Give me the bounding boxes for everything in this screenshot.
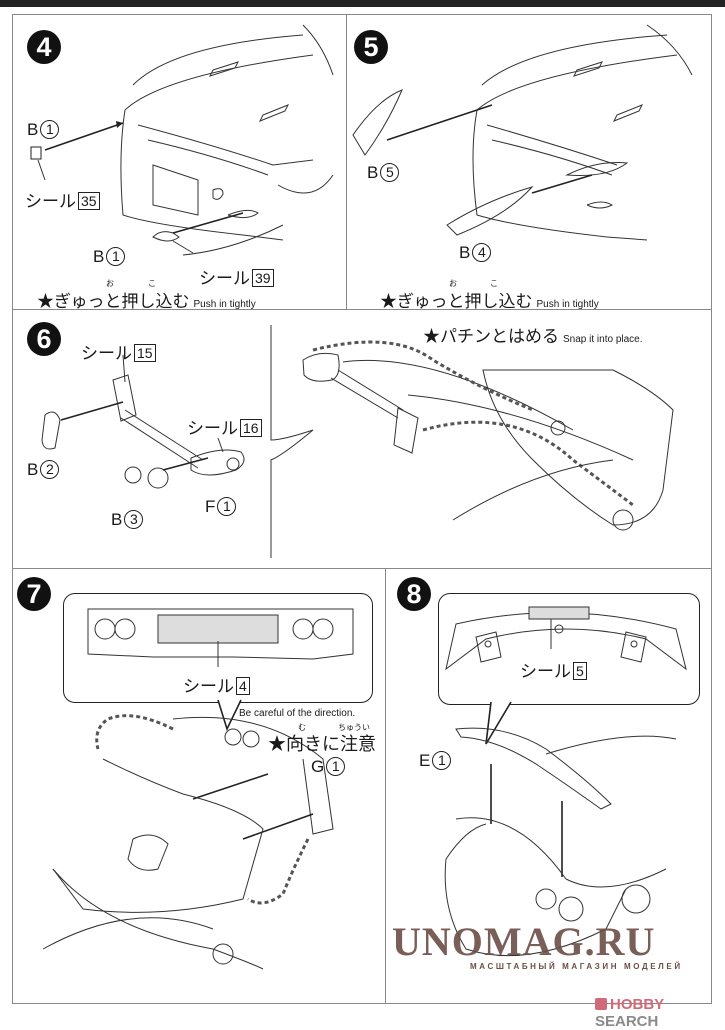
part-number-circle: 1 (326, 757, 346, 776)
note-japanese: ★パチンとはめる (423, 327, 559, 346)
seal-prefix: シール (81, 344, 132, 363)
watermark-subtitle: МАСШТАБНЫЙ МАГАЗИН МОДЕЛЕЙ (470, 962, 683, 971)
step-number-badge: 7 (17, 577, 51, 611)
note-english: Push in tightly (536, 299, 599, 310)
part-number-circle: 1 (432, 751, 452, 770)
car-front-illustration (30, 24, 334, 256)
step-number-badge: 6 (27, 322, 61, 356)
ruby-o: お (106, 279, 114, 288)
part-letter: B (27, 120, 39, 139)
part-letter: B (93, 247, 105, 266)
seal-number-box: 39 (252, 269, 274, 287)
note-japanese: ★ぎゅっと押し込む (37, 292, 190, 311)
note-japanese-direction: ★向きに注意 (268, 734, 376, 754)
step-number-badge: 5 (354, 30, 388, 64)
rear-diffuser-illustration (42, 608, 354, 970)
logo-text-search: SEARCH (595, 1013, 659, 1030)
part-letter: B (367, 163, 379, 182)
note-english-direction: Be careful of the direction. (239, 708, 356, 719)
seal-prefix: シール (520, 662, 571, 681)
part-number-circle: 4 (472, 243, 492, 262)
part-number-circle: 3 (124, 510, 144, 529)
top-border-bar (0, 0, 725, 7)
seal-prefix: シール (183, 677, 234, 696)
part-letter: F (205, 497, 216, 516)
hobby-search-logo-icon (595, 998, 607, 1010)
ruby-mu: む (298, 723, 306, 732)
part-number-circle: 1 (40, 120, 60, 139)
seal-prefix: シール (187, 419, 238, 438)
seal-number-box: 35 (78, 192, 100, 210)
watermark-unomag: UNOMAG.RU (392, 919, 656, 964)
seal-number-box: 5 (573, 662, 587, 680)
ruby-ko: こ (148, 279, 156, 288)
seal-number-box: 15 (134, 344, 156, 362)
logo-text-hobby: HOBBY (610, 996, 664, 1013)
mirror-assembly-illustration (41, 325, 674, 558)
ruby-o: お (449, 279, 457, 288)
part-number-circle: 2 (40, 460, 60, 479)
part-number-circle: 1 (106, 247, 126, 266)
rear-wing-illustration (444, 606, 687, 957)
part-letter: B (27, 460, 39, 479)
seal-number-box: 4 (236, 677, 250, 695)
seal-prefix: シール (25, 192, 76, 211)
seal-number-box: 16 (240, 419, 262, 437)
note-english: Push in tightly (193, 299, 256, 310)
car-front-illustration (352, 24, 693, 241)
ruby-ko: こ (490, 279, 498, 288)
note-english: Snap it into place. (563, 334, 643, 345)
ruby-chuui: ちゅうい (338, 723, 370, 732)
note-japanese: ★ぎゅっと押し込む (380, 292, 533, 311)
step-number-badge: 8 (397, 577, 431, 611)
seal-prefix: シール (199, 269, 250, 288)
part-number-circle: 5 (380, 163, 400, 182)
instruction-note: ★パチンとはめる Snap it into place. (423, 322, 643, 347)
part-letter: E (419, 751, 431, 770)
hobby-search-logo: HOBBY SEARCH (595, 996, 725, 1030)
part-letter: G (311, 757, 325, 776)
part-number-circle: 1 (217, 497, 237, 516)
part-letter: B (459, 243, 471, 262)
part-letter: B (111, 510, 123, 529)
step-number-badge: 4 (27, 30, 61, 64)
